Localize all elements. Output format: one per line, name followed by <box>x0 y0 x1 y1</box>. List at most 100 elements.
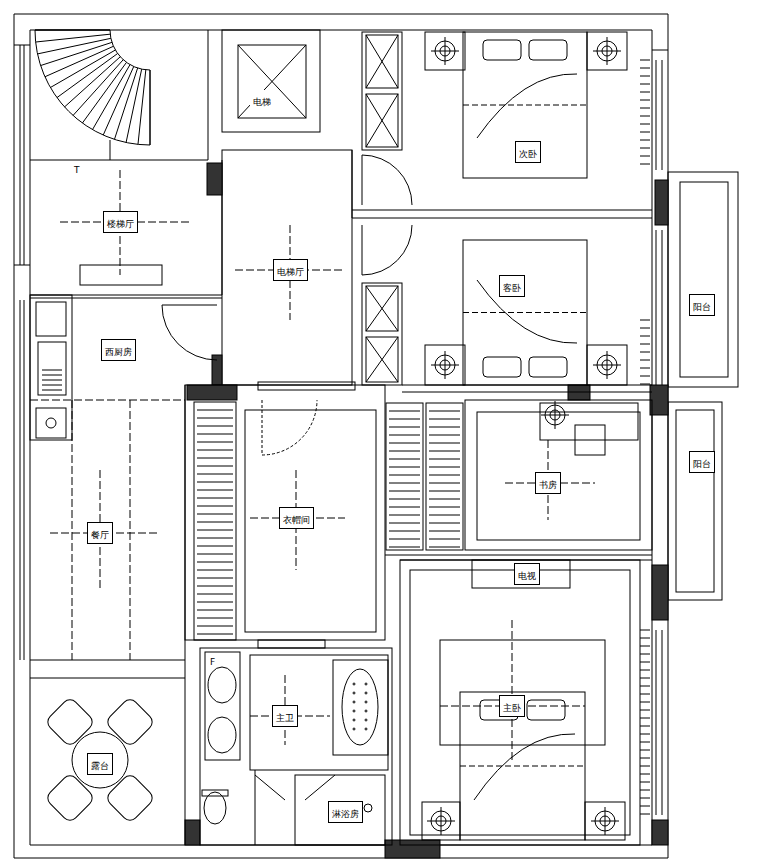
axis <box>130 400 131 660</box>
curtain <box>640 164 650 165</box>
room-name: 西厨房 <box>105 347 132 357</box>
wardrobe-x <box>366 337 398 382</box>
room-name: 餐厅 <box>91 530 109 540</box>
wardrobe <box>362 32 402 150</box>
wall-line <box>652 50 668 51</box>
shower <box>295 775 385 845</box>
curtain <box>640 376 650 377</box>
lamp-cross <box>605 807 606 835</box>
wall-line <box>14 265 30 266</box>
axis <box>30 400 185 401</box>
shelf-line <box>197 546 233 547</box>
curtain <box>640 148 650 149</box>
shelf-line <box>429 475 460 476</box>
shelf-line <box>197 458 233 459</box>
wall-column <box>185 820 200 845</box>
shelf-line <box>429 411 460 412</box>
wall-line <box>352 210 652 211</box>
curtain <box>640 100 650 101</box>
wardrobe-cell <box>366 337 398 382</box>
wardrobe-cell <box>366 94 398 147</box>
curtain <box>640 766 650 767</box>
shelf-line <box>389 475 420 476</box>
curtain <box>640 782 650 783</box>
wardrobe-x <box>366 337 398 382</box>
spiral-stair <box>35 30 150 145</box>
room-label: 主卫 <box>272 705 298 727</box>
bed <box>460 692 585 840</box>
shelf-line <box>389 539 420 540</box>
room-label: 电视 <box>514 563 540 585</box>
curtain <box>640 718 650 719</box>
cooktop-grill <box>42 380 62 381</box>
shelf <box>194 402 236 640</box>
curtain <box>640 140 650 141</box>
room-label: 阳台 <box>689 294 715 316</box>
room-name: 主卫 <box>276 713 294 723</box>
wall-column <box>385 840 440 858</box>
shelf-line <box>389 515 420 516</box>
pillow <box>483 357 521 377</box>
curtain <box>640 662 650 663</box>
wall-line <box>14 45 30 46</box>
blanket-fold <box>477 280 577 343</box>
shelf-line <box>197 602 233 603</box>
shelf-line <box>429 467 460 468</box>
shelf-line <box>429 515 460 516</box>
room-name: 阳台 <box>693 302 711 312</box>
curtain <box>640 814 650 815</box>
stair-tread <box>57 54 118 98</box>
curtain <box>640 630 650 631</box>
study <box>465 400 652 550</box>
shelf <box>386 403 423 550</box>
jet <box>353 728 355 730</box>
wall-line <box>352 150 353 218</box>
room-name: 电视 <box>518 571 536 581</box>
room-label: 主卧 <box>499 695 525 717</box>
shelf-line <box>429 451 460 452</box>
chair <box>45 773 96 824</box>
door-frame <box>258 640 325 648</box>
cooktop-grill <box>42 375 62 376</box>
wall-column <box>652 565 668 620</box>
curtain <box>640 670 650 671</box>
shelf-line <box>389 459 420 460</box>
wall-line <box>30 660 185 661</box>
shelf-line <box>389 483 420 484</box>
shelf-line <box>197 578 233 579</box>
curtain <box>640 694 650 695</box>
curtain <box>640 646 650 647</box>
chair <box>105 773 156 824</box>
wall-line <box>30 678 185 679</box>
curtain <box>640 384 650 385</box>
door-leaf <box>362 155 363 205</box>
shelf-line <box>197 538 233 539</box>
drain <box>364 804 372 812</box>
shelf-line <box>429 459 460 460</box>
jet <box>353 701 355 703</box>
shelf-line <box>197 410 233 411</box>
curtain <box>640 68 650 69</box>
shelf-line <box>197 466 233 467</box>
window <box>24 45 25 265</box>
shelf-line <box>429 523 460 524</box>
window <box>662 630 663 815</box>
stair-tread <box>114 68 137 139</box>
shelf-line <box>429 483 460 484</box>
shelf-line <box>389 427 420 428</box>
shelf-line <box>197 522 233 523</box>
shelf-line <box>197 554 233 555</box>
cooktop <box>38 342 66 395</box>
shelf-line <box>389 467 420 468</box>
curtain <box>640 76 650 77</box>
shelf-line <box>197 490 233 491</box>
wall-line <box>352 218 652 219</box>
chair <box>45 697 96 748</box>
round-table <box>72 732 128 788</box>
shelf-line <box>197 530 233 531</box>
door-swing <box>362 225 412 275</box>
room-label: 衣帽间 <box>279 507 314 529</box>
curtain <box>640 806 650 807</box>
shelf-line <box>389 443 420 444</box>
shelf-line <box>429 435 460 436</box>
